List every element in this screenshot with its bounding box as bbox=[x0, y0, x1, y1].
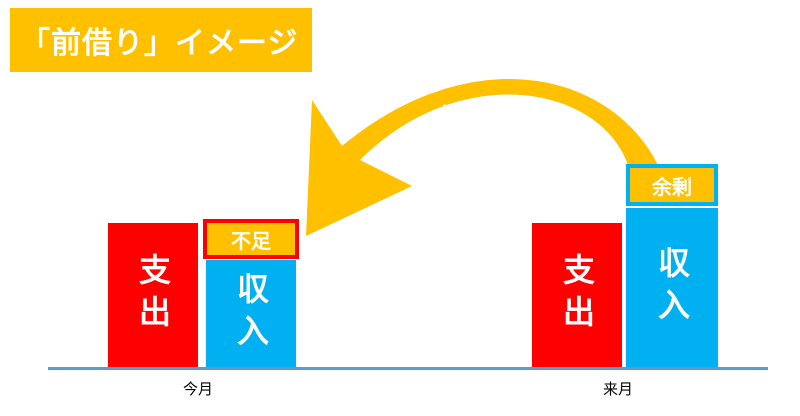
this-month-income-bar: 収入 bbox=[206, 260, 296, 367]
next-month-label: 来月 bbox=[603, 380, 634, 398]
this-month-expense-bar: 支出 bbox=[108, 223, 198, 367]
shortfall-box: 不足 bbox=[203, 219, 299, 259]
next-month-expense-bar: 支出 bbox=[532, 223, 622, 367]
borrow-arrow-shape bbox=[306, 79, 658, 236]
next-month-expense-label: 支出 bbox=[558, 253, 596, 337]
diagram-title: 「前借り」イメージ bbox=[10, 8, 312, 72]
this-month-income-label: 収入 bbox=[232, 271, 270, 356]
borrow-arrow-label: 前借り bbox=[438, 104, 517, 134]
surplus-box: 余剰 bbox=[626, 164, 718, 206]
next-month-income-bar: 収入 bbox=[626, 208, 718, 367]
this-month-label: 今月 bbox=[183, 380, 214, 398]
next-month-income-label: 収入 bbox=[653, 245, 691, 330]
this-month-expense-label: 支出 bbox=[134, 253, 172, 337]
baseline-axis bbox=[48, 367, 768, 370]
